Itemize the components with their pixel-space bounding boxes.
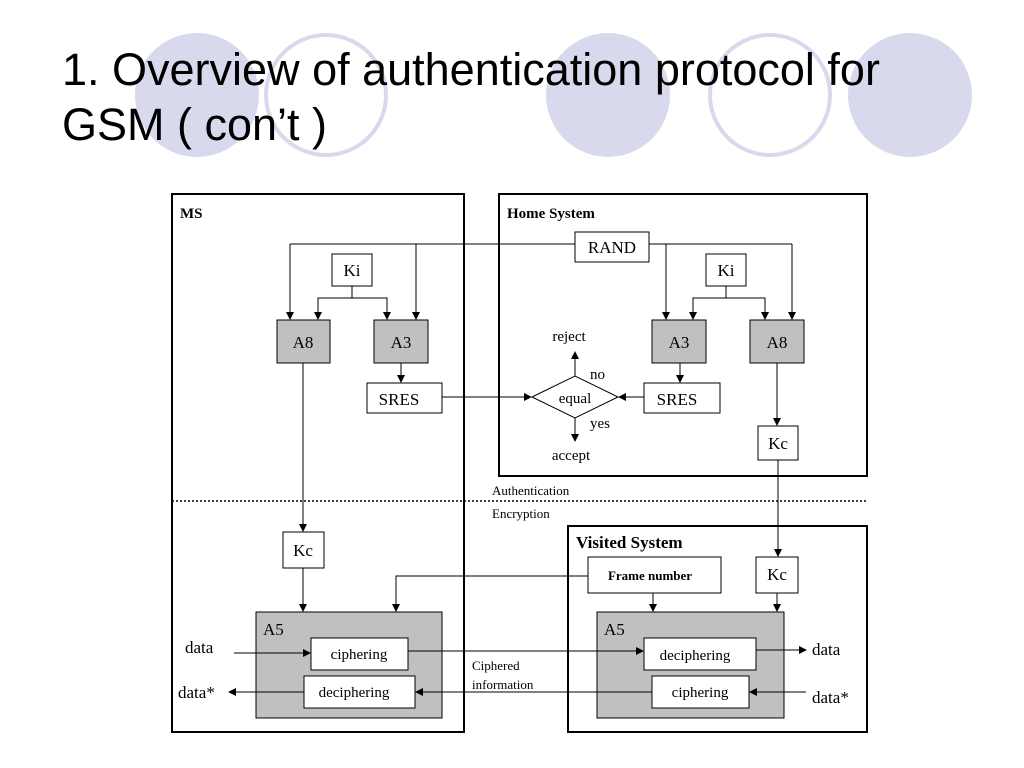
ms-ki-label: Ki — [344, 261, 361, 280]
ms-deciphering-box — [303, 675, 416, 709]
decor-circle-filled — [546, 33, 670, 157]
ciphered-info-line1: Ciphered — [472, 658, 520, 673]
slide-title: 1. Overview of authentication protocol f… — [62, 44, 880, 150]
home-ki-box — [705, 253, 747, 287]
decor-circle-filled — [848, 33, 972, 157]
ms-a3-box — [373, 319, 429, 364]
visited-deciphering-label: deciphering — [660, 648, 731, 664]
ms-data-in-label: data — [185, 638, 214, 657]
ms-ciphering-box — [310, 637, 409, 671]
accept-label: accept — [552, 448, 591, 464]
frame-number-box — [587, 556, 722, 594]
ciphered-info-line2: information — [472, 677, 534, 692]
decor-circle-ring — [708, 33, 832, 157]
home-system-label: Home System — [507, 206, 595, 222]
ms-frame — [171, 193, 465, 733]
home-a3-box — [651, 319, 707, 364]
visited-data-out-label: data — [812, 640, 841, 659]
ms-a8-box — [276, 319, 331, 364]
ms-sres-box — [366, 382, 443, 414]
encryption-label: Encryption — [492, 506, 550, 521]
ms-kc-label: Kc — [293, 541, 313, 560]
home-a3-label: A3 — [669, 333, 690, 352]
title-decoration — [135, 33, 972, 157]
visited-a5-label: A5 — [604, 620, 625, 639]
ms-a5-label: A5 — [263, 620, 284, 639]
decor-circle-filled — [135, 33, 259, 157]
home-ki-label: Ki — [718, 261, 735, 280]
home-a8-label: A8 — [767, 333, 788, 352]
equal-label: equal — [559, 391, 591, 407]
visited-deciphering-box — [643, 637, 757, 671]
decor-circle-ring — [264, 33, 388, 157]
ms-deciphering-label: deciphering — [319, 685, 390, 701]
visited-ciphering-label: ciphering — [672, 685, 729, 701]
home-system-frame — [498, 193, 868, 477]
visited-data-in-label: data* — [812, 688, 849, 707]
home-sres-label: SRES — [657, 390, 698, 409]
ms-sres-label: SRES — [379, 390, 420, 409]
ms-ciphering-label: ciphering — [331, 647, 388, 663]
home-a8-box — [749, 319, 805, 364]
yes-label: yes — [590, 416, 610, 432]
home-kc-label: Kc — [768, 434, 788, 453]
ms-data-out-label: data* — [178, 683, 215, 702]
visited-kc-label: Kc — [767, 565, 787, 584]
home-sres-box — [643, 382, 721, 414]
ms-label: MS — [180, 206, 203, 222]
frame-number-label: Frame number — [608, 568, 692, 583]
visited-ciphering-box — [651, 675, 750, 709]
ms-a8-label: A8 — [293, 333, 314, 352]
home-kc-box — [757, 425, 799, 461]
visited-system-frame — [567, 525, 868, 733]
reject-label: reject — [552, 329, 586, 345]
equal-decision-diamond — [530, 375, 620, 419]
ms-a3-label: A3 — [391, 333, 412, 352]
rand-box — [574, 231, 650, 263]
no-label: no — [590, 367, 605, 383]
rand-label: RAND — [588, 238, 636, 257]
visited-system-label: Visited System — [576, 533, 683, 552]
authentication-label: Authentication — [492, 483, 570, 498]
